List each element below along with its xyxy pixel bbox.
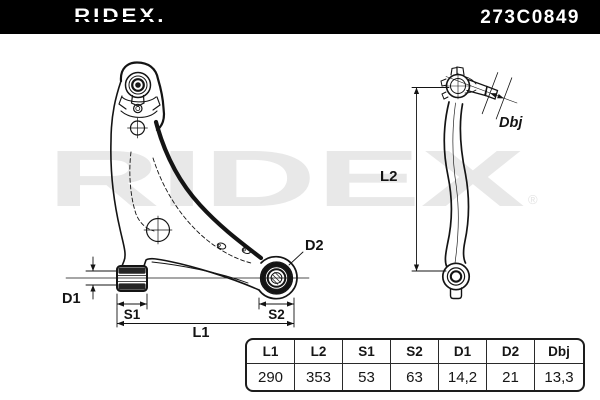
label-l2: L2 <box>380 168 398 185</box>
table-value-d2: 21 <box>487 364 535 390</box>
l2-dimension <box>411 87 450 272</box>
mount-hole-upper <box>127 117 148 139</box>
table-value-l2: 353 <box>295 364 343 390</box>
dimensions-table: L1 L2 S1 S2 D1 D2 Dbj 290 353 53 63 14,2… <box>245 338 585 392</box>
table-header-l2: L2 <box>295 340 343 364</box>
table-header-l1: L1 <box>247 340 295 364</box>
label-d2: D2 <box>305 238 324 254</box>
label-l1: L1 <box>193 325 210 341</box>
header-bar: RIDEX. 273C0849 <box>0 0 600 34</box>
table-header-s2: S2 <box>391 340 439 364</box>
bushing-left-ribbed <box>116 265 148 292</box>
front-view-dimensions <box>65 251 310 328</box>
table-value-dbj: 13,3 <box>544 368 574 386</box>
ridex-logo: RIDEX. <box>74 6 167 27</box>
table-value-l1: 290 <box>247 364 295 390</box>
front-view <box>65 61 310 328</box>
bushing-eye-side <box>441 262 471 300</box>
part-number: 273C0849 <box>480 7 580 28</box>
mount-hole-lower <box>143 215 173 245</box>
table-header-s1: S1 <box>343 340 391 364</box>
label-dbj: Dbj <box>499 115 523 131</box>
logo-slice-decoration <box>72 17 164 19</box>
label-d1: D1 <box>62 291 81 307</box>
side-view <box>411 66 518 300</box>
dbj-dimension <box>445 72 518 120</box>
ball-joint-side <box>440 66 499 100</box>
table-header-d2: D2 <box>487 340 535 364</box>
table-header-d1: D1 <box>439 340 487 364</box>
label-s2: S2 <box>268 307 285 322</box>
table-value-d1: 14,2 <box>439 364 487 390</box>
label-s1: S1 <box>124 307 141 322</box>
slot-holes <box>216 242 252 254</box>
table-value-s1: 53 <box>343 364 391 390</box>
table-value-s2: 63 <box>391 364 439 390</box>
dimension-arrows <box>90 264 294 327</box>
ball-joint-front <box>118 71 161 118</box>
table-header-dbj: Dbj <box>535 340 583 364</box>
